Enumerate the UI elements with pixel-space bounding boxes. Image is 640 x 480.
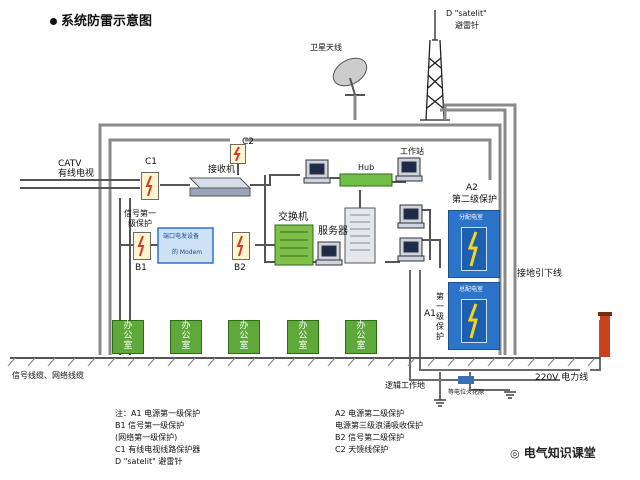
receiver-label: 接收机: [208, 165, 236, 175]
bullet-icon: [50, 18, 57, 25]
c2-label: C2: [242, 137, 255, 147]
server-label: 服务器: [318, 226, 348, 237]
workstation-label: 工作站: [400, 147, 424, 156]
b2-label: B2: [234, 263, 246, 273]
ground-symbol-icon: [504, 391, 516, 399]
watermark: ◎ 电气知识课堂: [510, 446, 596, 460]
diagram-title: 系统防雷示意图: [50, 10, 152, 29]
signal-lines-label: 信号线缆、网络线缆: [12, 371, 84, 380]
lightning-rod-label-1: D "satelit": [446, 9, 487, 18]
ground-line: [7, 357, 600, 367]
office-room: 办公室: [345, 320, 377, 354]
lightning-rod-label-2: 避雷针: [455, 21, 479, 30]
c1-label: C1: [145, 157, 158, 167]
catv-label-2: 有线电视: [58, 169, 95, 179]
satellite-dish-icon: [332, 57, 368, 96]
signal-first-label-2: 级保护: [128, 219, 152, 228]
building-frame: [98, 95, 517, 355]
a1-label: A1: [424, 309, 436, 319]
equipotential-label: 等电位火花隙: [448, 389, 485, 396]
a1-vertical-label: 第一级保护: [436, 292, 444, 341]
switch-label: 交换机: [278, 212, 308, 223]
main-room-label: 总配电室: [459, 286, 484, 293]
hub-icon: [339, 173, 393, 187]
modem-icon: [157, 227, 214, 264]
dist-panel: [461, 227, 487, 271]
catv-label: CATV: [58, 159, 82, 169]
c1-protector-icon: [141, 172, 159, 200]
c2-protector-icon: [230, 144, 246, 164]
logic-ground-label: 逻辑工作地: [385, 381, 425, 390]
a2-desc: 第二级保护: [452, 195, 498, 205]
receiver-device-icon: [188, 177, 252, 197]
office-room: 办公室: [112, 320, 144, 354]
b1-label: B1: [135, 263, 147, 273]
modem-label-2: 的 Modem: [172, 249, 203, 256]
down-conductor-label: 接地引下线: [517, 269, 563, 279]
computer-icon: [315, 241, 343, 266]
a2-label: A2: [466, 183, 478, 193]
server-icon: [344, 207, 376, 264]
hub-label: Hub: [358, 163, 375, 172]
switch-icon: [274, 224, 314, 266]
main-distribution-room-box: 总配电室: [448, 282, 500, 350]
spark-gap-icon: [458, 376, 474, 384]
modem-label-1: 端口电发设备: [163, 233, 200, 240]
b1-protector-icon: [133, 232, 151, 260]
computer-icon: [397, 237, 425, 262]
computer-icon: [395, 157, 423, 182]
computer-icon: [397, 204, 425, 229]
signal-first-label: 信号第一: [124, 209, 156, 218]
distribution-room-box: 分配电室: [448, 210, 500, 278]
satellite-label: 卫星天线: [310, 43, 342, 52]
computer-icon: [303, 159, 331, 184]
power-pole-icon: [600, 315, 610, 357]
office-room: 办公室: [170, 320, 202, 354]
ground-symbol-icon: [434, 399, 446, 407]
title-text: 系统防雷示意图: [61, 14, 153, 29]
office-room: 办公室: [228, 320, 260, 354]
main-panel: [461, 299, 487, 343]
notes-left: 注：A1 电源第一级保护 B1 信号第一级保护 (网络第一级保护) C1 有线电…: [115, 409, 201, 466]
notes-right: A2 电源第二级保护 电源第三级浪涌吸收保护 B2 信号第二级保护 C2 天馈线…: [335, 409, 423, 454]
power-line-label: 220V 电力线: [535, 373, 589, 383]
wechat-icon: ◎: [510, 447, 520, 460]
office-room: 办公室: [287, 320, 319, 354]
dist-room-label: 分配电室: [459, 214, 484, 221]
b2-protector-icon: [232, 232, 250, 260]
